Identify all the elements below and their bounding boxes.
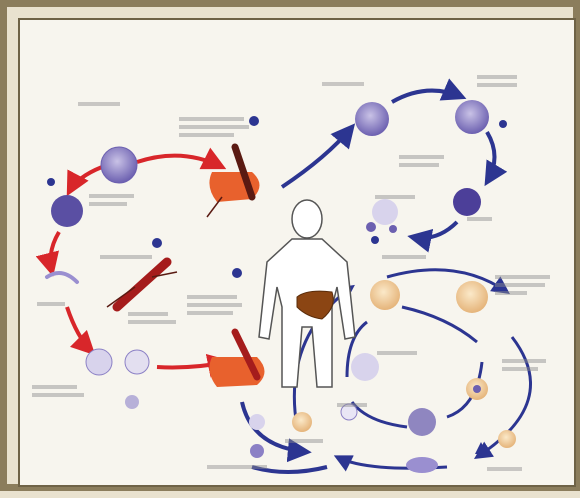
mosquito-stage-cells — [47, 147, 149, 409]
mosquito-middle-icon — [107, 262, 177, 307]
lifecycle-illustration — [7, 7, 580, 498]
mosquito-bottom-icon — [209, 332, 264, 387]
mosquito-top-icon — [207, 147, 260, 217]
mosquito-cycle-arrows — [51, 156, 227, 368]
